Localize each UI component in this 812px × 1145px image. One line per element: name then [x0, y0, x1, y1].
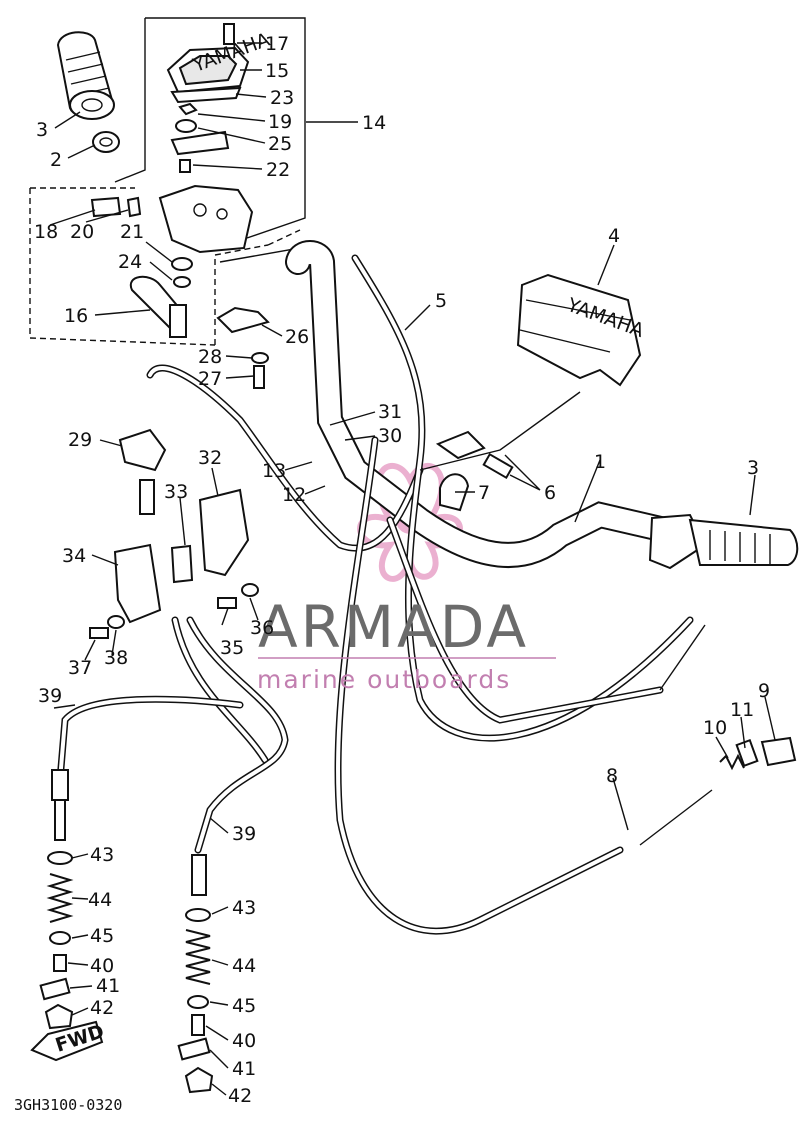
callout-40-right: 40 [232, 1030, 256, 1052]
callout-19: 19 [268, 111, 292, 133]
callout-18: 18 [34, 221, 58, 243]
callout-2: 2 [50, 149, 62, 171]
callout-37: 37 [68, 657, 92, 679]
callout-labels: 17 15 23 14 19 25 22 3 2 18 20 21 24 16 … [34, 33, 770, 1107]
watermark-name: ARMADA [258, 593, 529, 661]
callout-29: 29 [68, 429, 92, 451]
switch-housing-lower [90, 184, 270, 389]
callout-42-left: 42 [90, 997, 114, 1019]
callout-44-left: 44 [88, 889, 112, 911]
callout-44-right: 44 [232, 955, 256, 977]
handlebar-cover: YAMAHA [516, 273, 647, 387]
callout-43-left: 43 [90, 844, 114, 866]
start-switch-assembly [89, 428, 259, 639]
callout-45-right: 45 [232, 995, 256, 1017]
callout-6: 6 [544, 482, 556, 504]
callout-26: 26 [285, 326, 309, 348]
callout-25: 25 [268, 133, 292, 155]
switch-housing-upper [166, 23, 250, 173]
callout-16: 16 [64, 305, 88, 327]
callout-17: 17 [265, 33, 289, 55]
callout-27: 27 [198, 368, 222, 390]
callout-13: 13 [262, 460, 286, 482]
callout-8: 8 [606, 765, 618, 787]
throttle-lever [435, 430, 514, 512]
lower-middle-cable-end [177, 854, 214, 1094]
left-grip [56, 31, 120, 153]
callout-39-left: 39 [38, 685, 62, 707]
callout-12: 12 [282, 484, 306, 506]
callout-9: 9 [758, 680, 770, 702]
diagram-code: 3GH3100-0320 [14, 1096, 122, 1114]
callout-3-right-grip: 3 [747, 457, 759, 479]
callout-3-left-grip: 3 [36, 119, 48, 141]
callout-20: 20 [70, 221, 94, 243]
callout-11: 11 [730, 699, 754, 721]
adjuster-parts [719, 736, 797, 771]
watermark-tagline: marine outboards [257, 665, 511, 694]
callout-36: 36 [250, 617, 274, 639]
callout-38: 38 [104, 647, 128, 669]
callout-41-left: 41 [96, 975, 120, 997]
assembly-group-outlines [29, 17, 306, 346]
callout-45-left: 45 [90, 925, 114, 947]
callout-5: 5 [435, 290, 447, 312]
callout-23: 23 [270, 87, 294, 109]
callout-10: 10 [703, 717, 727, 739]
callout-7: 7 [478, 482, 490, 504]
callout-43-right: 43 [232, 897, 256, 919]
callout-22: 22 [266, 159, 290, 181]
callout-21: 21 [120, 221, 144, 243]
callout-41-right: 41 [232, 1058, 256, 1080]
callout-31: 31 [378, 401, 402, 423]
callout-35: 35 [220, 637, 244, 659]
callout-34: 34 [62, 545, 86, 567]
callout-42-right: 42 [228, 1085, 252, 1107]
callout-33: 33 [164, 481, 188, 503]
callout-32: 32 [198, 447, 222, 469]
callout-40-left: 40 [90, 955, 114, 977]
control-cables [56, 254, 713, 935]
callout-15: 15 [265, 60, 289, 82]
handlebar [285, 240, 799, 570]
leader-lines [49, 42, 776, 1096]
callout-14: 14 [362, 112, 386, 134]
callout-4: 4 [608, 225, 620, 247]
callout-30: 30 [378, 425, 402, 447]
callout-1: 1 [594, 451, 606, 473]
callout-39-right: 39 [232, 823, 256, 845]
callout-24: 24 [118, 251, 142, 273]
callout-28: 28 [198, 346, 222, 368]
